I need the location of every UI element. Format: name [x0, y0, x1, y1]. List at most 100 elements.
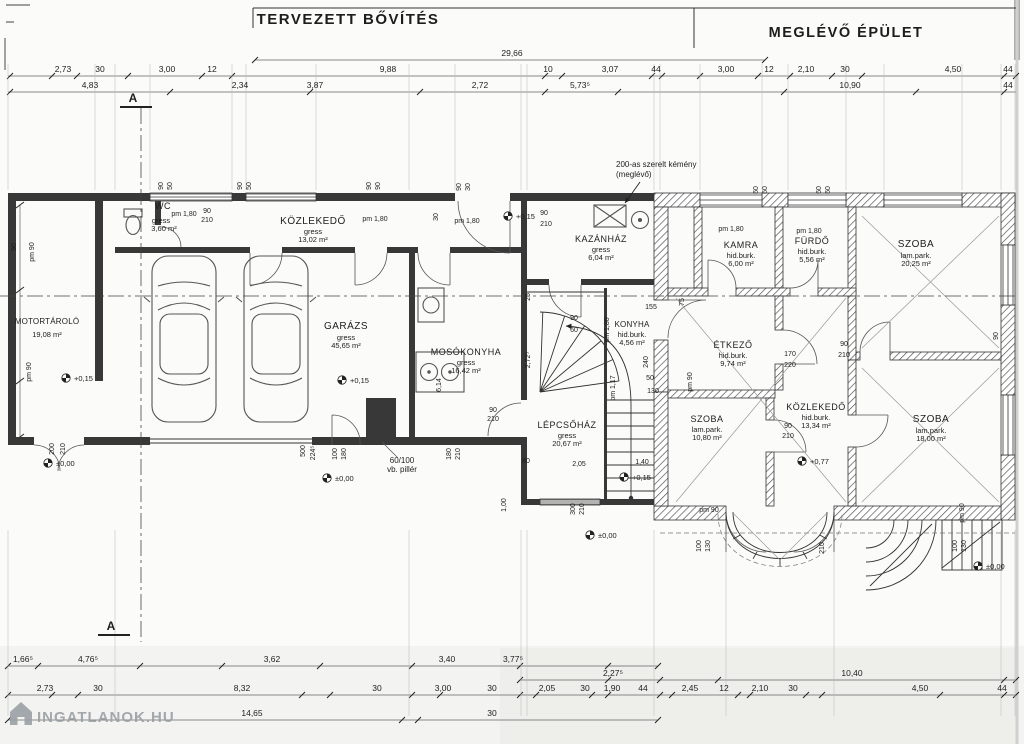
level-symbol [797, 456, 807, 466]
level-symbol [585, 530, 595, 540]
chimney-note-arrow [624, 181, 641, 204]
room-name-kozlekedo1: KÖZLEKEDŐ [280, 213, 346, 227]
small-dim-label: 90 [540, 210, 548, 217]
dim-label: 8,32 [234, 683, 251, 693]
small-dim-label: 90 [375, 182, 382, 190]
small-dim-label: 30 [465, 183, 472, 191]
room-area-wc: 3,60 m² [151, 224, 177, 233]
room-area-konyha: 4,56 m² [619, 338, 645, 347]
dim-label: 44 [1003, 64, 1013, 74]
room-name-szoba3: SZOBA [913, 414, 949, 425]
small-dim-label: 2,05 [572, 461, 586, 468]
small-dim-label: 210 [487, 416, 499, 423]
small-dim-label: pm 1,80 [454, 218, 479, 225]
room-name-wc: WC [155, 201, 171, 211]
section-marker-top: A [129, 91, 138, 105]
small-dim-label: 180 [446, 448, 453, 460]
room-area-kamra: 6,00 m² [728, 259, 754, 268]
windows [149, 192, 1016, 506]
small-dim-label: pm 1,80 [718, 226, 743, 233]
small-dim-label: 180 [341, 448, 348, 460]
dim-label: 14,65 [241, 708, 263, 718]
room-area-kozlekedo1: 13,02 m² [298, 235, 328, 244]
small-dim-label: 90 [456, 183, 463, 191]
room-name-konyha: KONYHA [615, 320, 650, 329]
room-area-furdo: 5,56 m² [799, 255, 825, 264]
title-planned: TERVEZETT BŐVÍTÉS [257, 10, 440, 28]
room-name-motortarolo: MOTORTÁROLÓ [15, 317, 80, 326]
small-dim-label: pm 1,80 [796, 228, 821, 235]
title-rule-lines [252, 7, 1016, 48]
pillar-note-line1: 60/100 [390, 456, 415, 465]
small-dim-label: 60 [825, 186, 832, 194]
dim-label: 2,27⁵ [603, 668, 623, 678]
small-dim-label: 1,00 [501, 498, 508, 512]
dimension-chains [4, 56, 1020, 724]
small-dim-label: 90 [489, 407, 497, 414]
room-area-etkezo: 9,74 m² [720, 359, 746, 368]
dim-label: 44 [997, 683, 1007, 693]
section-marker-bottom: A [107, 619, 116, 633]
small-dim-label: 60 [753, 186, 760, 194]
room-finish-kozlekedo1: gress [304, 227, 323, 236]
room-labels: WC gress 3,60 m² KÖZLEKEDŐ gress 13,02 m… [15, 201, 949, 448]
level-label: +0,15 [350, 376, 369, 385]
double-sink [415, 351, 465, 393]
small-dim-label: 50 [646, 375, 654, 382]
room-diagonals [675, 215, 1000, 561]
level-label: +0,15 [74, 374, 93, 383]
chimney-note-line1: 200-as szerelt kémény [616, 160, 696, 169]
scan-tint-bottom-right [500, 648, 1016, 744]
room-finish-kazanhaz: gress [592, 245, 611, 254]
level-label: ±0,00 [56, 459, 75, 468]
room-name-szoba1: SZOBA [898, 239, 934, 250]
dim-label: 2,45 [682, 683, 699, 693]
level-symbol [43, 458, 53, 468]
notes: 200-as szerelt kémény (meglévő) 60/100 v… [381, 160, 696, 474]
room-area-garazs: 45,65 m² [331, 341, 361, 350]
window [149, 192, 233, 202]
level-label: +0,77 [810, 457, 829, 466]
small-dim-label: 130 [961, 540, 968, 552]
level-label: +0,15 [516, 212, 535, 221]
level-label: ±0,00 [986, 562, 1005, 571]
small-dim-label: 100 [952, 540, 959, 552]
dim-label: 3,00 [435, 683, 452, 693]
small-dim-label: 25 [525, 293, 532, 301]
dim-label: 30 [93, 683, 103, 693]
room-finish-kamra: hid.burk. [727, 251, 756, 260]
small-dim-label: 170 [784, 351, 796, 358]
dim-label: 44 [1003, 80, 1013, 90]
window [539, 498, 601, 506]
small-dim-label: 6,14 [436, 378, 443, 392]
small-dim-label: 224⁵ [310, 446, 317, 461]
room-finish-szoba1: lam.park. [901, 251, 932, 260]
small-dim-label: 90 [784, 423, 792, 430]
small-dim-label: 100 [332, 448, 339, 460]
dim-label: 9,88 [380, 64, 397, 74]
small-dim-label: 60 [762, 186, 769, 194]
small-dim-label: 50 [167, 182, 174, 190]
window [883, 192, 963, 208]
small-dim-label: pm 1,17 [610, 375, 617, 400]
room-name-kamra: KAMRA [724, 240, 759, 250]
small-dim-label: pm 90 [26, 362, 33, 382]
room-name-furdo: FÜRDŐ [795, 236, 830, 246]
small-dim-label: 500 [300, 445, 307, 457]
small-dim-label: 210 [838, 352, 850, 359]
small-dim-label: 210 [201, 217, 213, 224]
room-area-szoba2: 10,80 m² [692, 433, 722, 442]
small-dimension-labels: 90 50 90 50 90 90 90 30 90 210 pm 1,80 p… [11, 182, 1000, 554]
pillar-note-line2: vb. pillér [387, 465, 417, 474]
dim-label: 10,40 [841, 668, 863, 678]
dim-label: 4,76⁵ [78, 654, 98, 664]
dim-label: 30 [487, 708, 497, 718]
room-name-kazanhaz: KAZÁNHÁZ [575, 234, 627, 244]
level-label: +0,15 [632, 473, 651, 482]
small-dim-label: 100 [696, 540, 703, 552]
car [143, 255, 225, 423]
dim-label: 3,00 [159, 64, 176, 74]
level-symbol [503, 211, 513, 221]
dim-label: 2,72 [472, 80, 489, 90]
